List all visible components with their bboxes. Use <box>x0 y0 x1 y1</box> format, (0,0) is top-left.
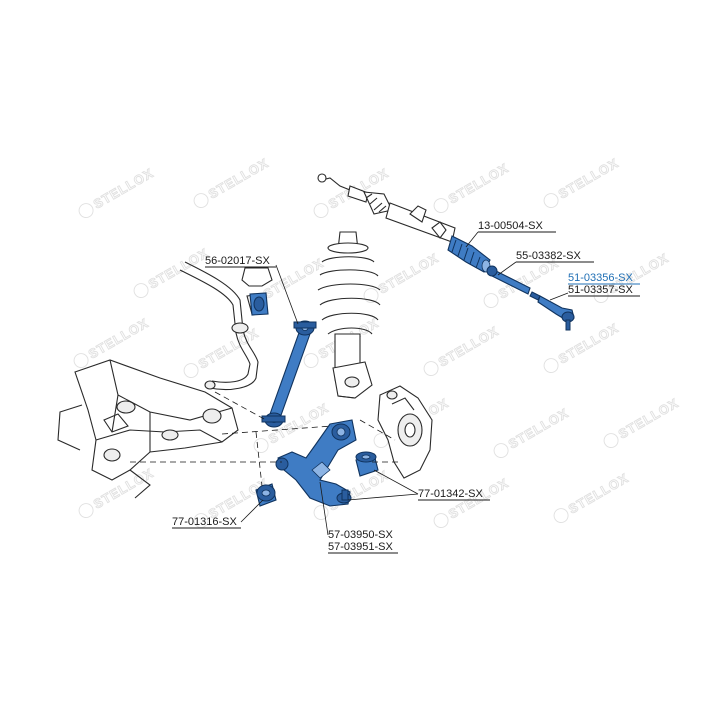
rear-arm-bushing[interactable] <box>355 451 379 477</box>
steering-rack-boot[interactable] <box>447 235 491 273</box>
label-stabilizer-link[interactable]: 56-02017-SX <box>205 255 270 267</box>
stellox-logo: STELLOX <box>78 165 157 218</box>
stellox-logo: STELLOX <box>553 470 632 523</box>
label-control-arm-right[interactable]: 57-03951-SX <box>328 541 393 553</box>
watermark-text: STELLOX <box>146 245 211 291</box>
watermark-text: STELLOX <box>206 155 271 201</box>
stabilizer-link[interactable] <box>261 320 317 428</box>
stellox-logo: STELLOX <box>493 405 572 458</box>
stellox-logo: STELLOX <box>433 475 512 528</box>
lower-control-arm[interactable] <box>275 419 357 507</box>
watermark-text: STELLOX <box>556 155 621 201</box>
assembly-dashes <box>130 391 398 487</box>
watermark-text: STELLOX <box>91 165 156 211</box>
label-tie-rod-end-right[interactable]: 51-03357-SX <box>568 284 633 296</box>
label-rear-bushing[interactable]: 77-01342-SX <box>418 488 483 500</box>
label-steering-rack[interactable]: 13-00504-SX <box>478 220 543 232</box>
stellox-logo: STELLOX <box>603 395 682 448</box>
label-front-bushing[interactable]: 77-01316-SX <box>172 516 237 528</box>
watermark-text: STELLOX <box>86 315 151 361</box>
stellox-logo: STELLOX <box>183 325 262 378</box>
subframe-drawing <box>57 359 239 499</box>
stabilizer-bar-drawing <box>179 261 273 391</box>
label-tie-rod[interactable]: 55-03382-SX <box>516 250 581 262</box>
stabilizer-bushing[interactable] <box>249 292 269 316</box>
steering-rack-drawing <box>317 173 456 243</box>
stellox-logo: STELLOX <box>543 320 622 373</box>
stellox-logo: STELLOX <box>193 155 272 208</box>
ball-joint[interactable] <box>341 489 349 501</box>
stellox-logo: STELLOX <box>433 160 512 213</box>
tie-rod-end[interactable] <box>529 291 575 331</box>
strut-assembly-drawing <box>317 231 381 399</box>
watermark-text: STELLOX <box>506 405 571 451</box>
stellox-logo: STELLOX <box>423 323 502 376</box>
watermark-text: STELLOX <box>446 160 511 206</box>
stellox-logo: STELLOX <box>363 250 442 303</box>
watermark-text: STELLOX <box>566 470 631 516</box>
stellox-logo: STELLOX <box>543 155 622 208</box>
front-arm-bushing[interactable] <box>255 483 277 507</box>
watermark-text: STELLOX <box>376 250 441 296</box>
watermark-text: STELLOX <box>436 323 501 369</box>
leader-lines <box>240 231 569 536</box>
label-tie-rod-end-left[interactable]: 51-03356-SX <box>568 272 633 284</box>
label-control-arm-left[interactable]: 57-03950-SX <box>328 529 393 541</box>
stellox-logo: STELLOX <box>133 245 212 298</box>
watermark-text: STELLOX <box>616 395 681 441</box>
part-labels: 13-00504-SX 55-03382-SX 51-03356-SX 51-0… <box>172 220 640 554</box>
steering-knuckle-drawing <box>377 385 433 479</box>
